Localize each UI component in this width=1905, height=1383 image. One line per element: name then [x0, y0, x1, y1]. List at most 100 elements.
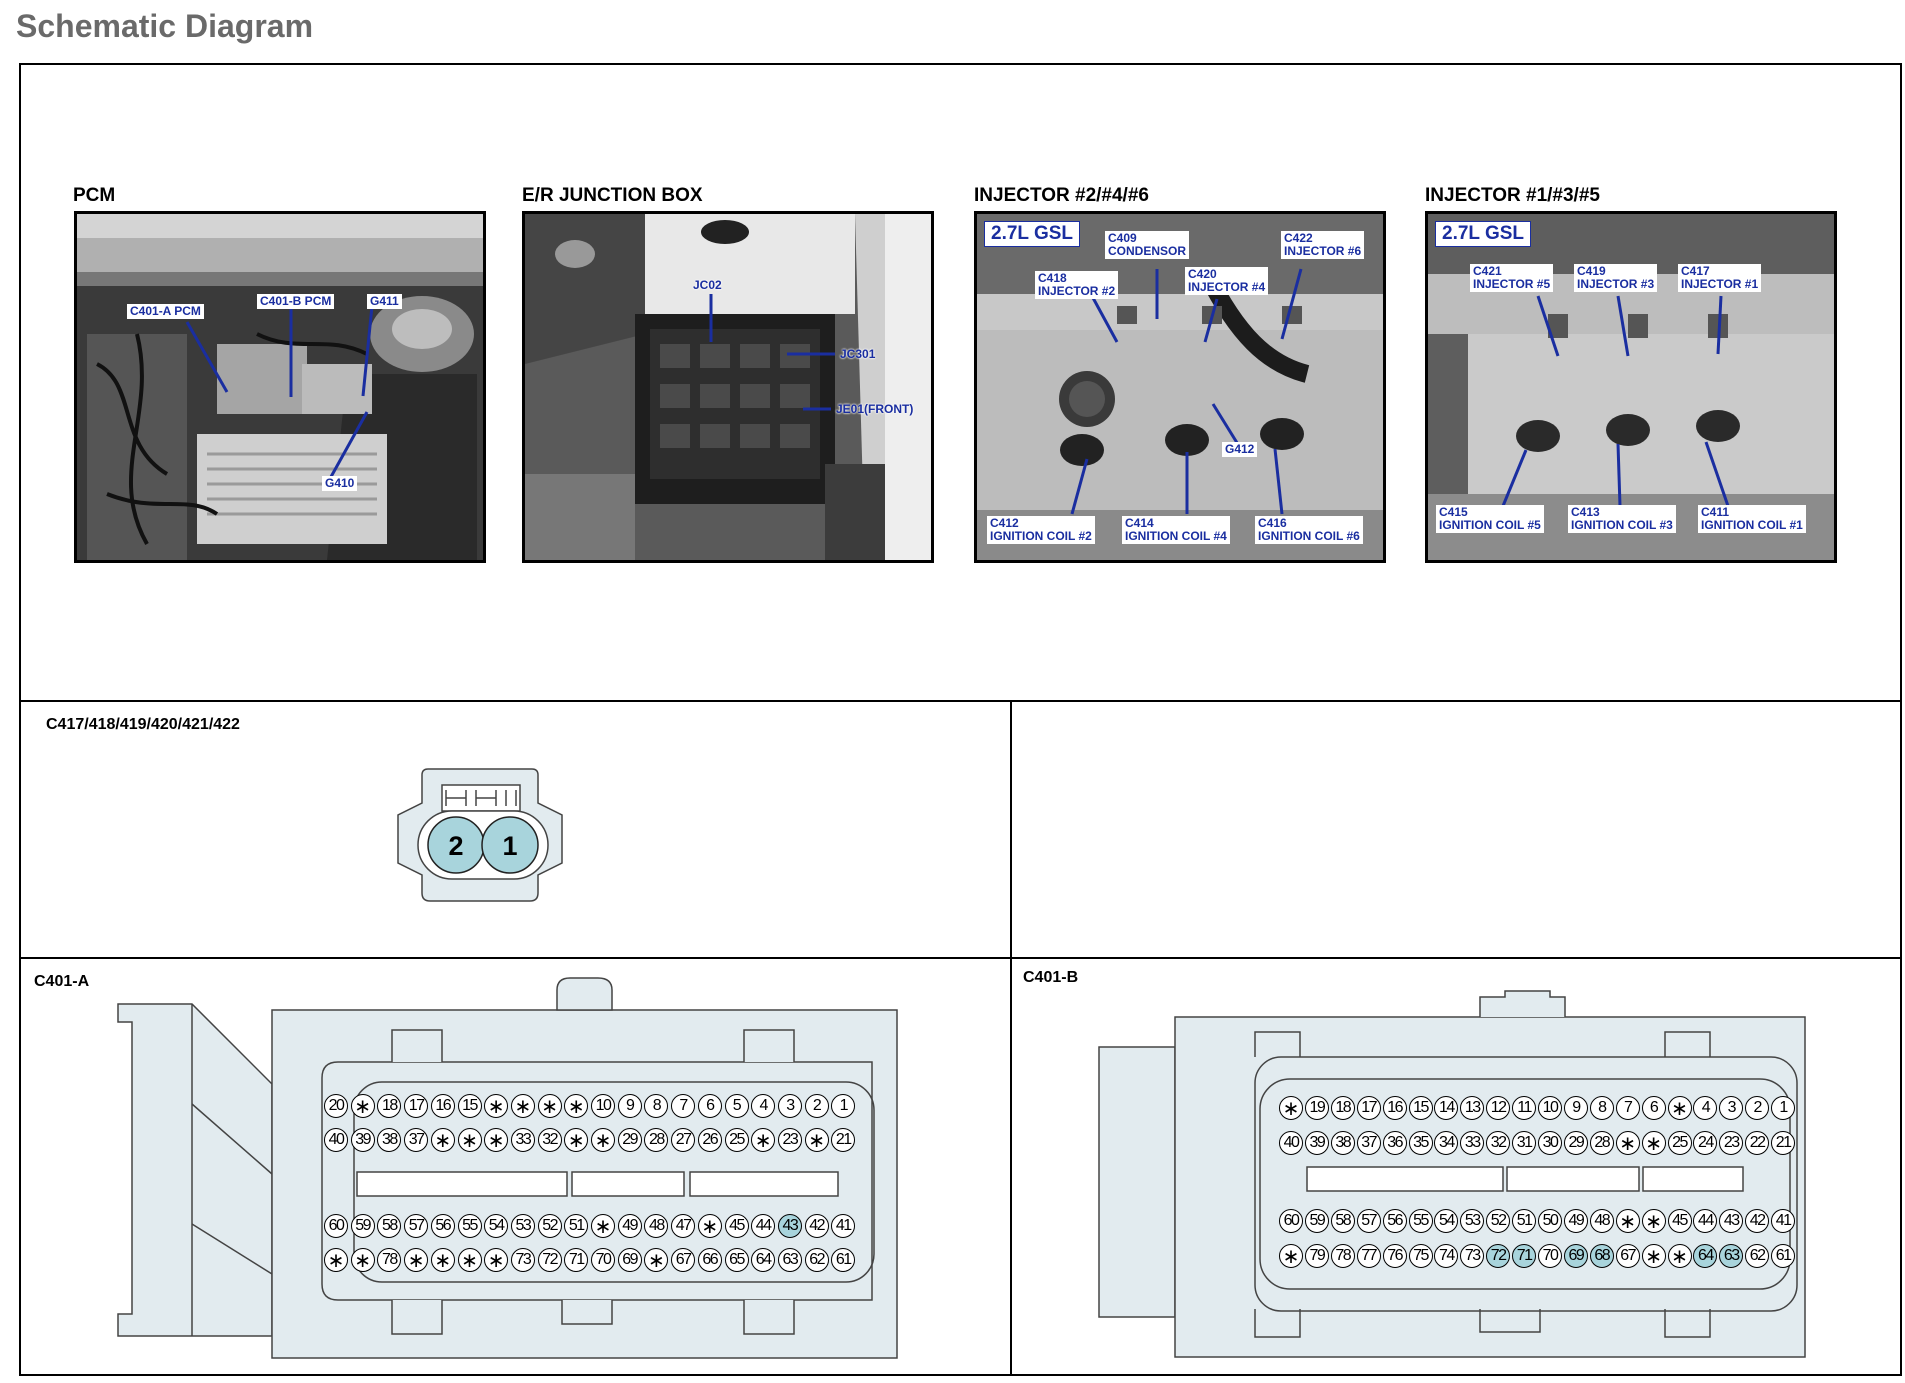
pin-1: 1	[1771, 1096, 1796, 1120]
pin-51: 51	[1512, 1209, 1537, 1233]
pin-44: 44	[751, 1214, 776, 1238]
pin-19: 19	[1304, 1096, 1329, 1120]
pin-8: 8	[1589, 1096, 1614, 1120]
pin-unused: ∗	[1279, 1096, 1303, 1120]
label-c414-ignition-coil-4: C414 IGNITION COIL #4	[1122, 516, 1230, 544]
pin-17: 17	[404, 1094, 429, 1118]
pin-2: 2	[448, 831, 463, 861]
label-c401b-pcm: C401-B PCM	[257, 294, 335, 309]
pin-41: 41	[1771, 1209, 1796, 1233]
pin-33: 33	[1460, 1131, 1485, 1155]
pin-73: 73	[510, 1248, 535, 1272]
pin-62: 62	[804, 1248, 829, 1272]
pin-56: 56	[1382, 1209, 1407, 1233]
pin-28: 28	[1589, 1131, 1614, 1155]
pin-31: 31	[1512, 1131, 1537, 1155]
pin-10: 10	[1538, 1096, 1562, 1120]
pin-70: 70	[1538, 1244, 1562, 1268]
pin-73: 73	[1460, 1244, 1485, 1268]
pin-18: 18	[377, 1094, 402, 1118]
label-c419-injector-3: C419 INJECTOR #3	[1574, 264, 1658, 292]
pin-76: 76	[1382, 1244, 1407, 1268]
label-c413-ignition-coil-3: C413 IGNITION COIL #3	[1568, 505, 1676, 533]
pin-6: 6	[1641, 1096, 1666, 1120]
pin-unused: ∗	[644, 1248, 669, 1272]
pin-57: 57	[404, 1214, 429, 1238]
pin-unused: ∗	[564, 1094, 589, 1118]
pin-66: 66	[697, 1248, 722, 1272]
photo-title-injector-135: INJECTOR #1/#3/#5	[1425, 185, 1600, 206]
pin-5: 5	[724, 1094, 749, 1118]
label-c421-injector-5: C421 INJECTOR #5	[1470, 264, 1554, 292]
pin-38: 38	[377, 1128, 402, 1152]
pin-22: 22	[1745, 1131, 1770, 1155]
label-c416-ignition-coil-6: C416 IGNITION COIL #6	[1255, 516, 1363, 544]
pin-7: 7	[671, 1094, 696, 1118]
pin-20: 20	[324, 1094, 348, 1118]
pin-1: 1	[502, 831, 517, 861]
pin-43: 43	[1719, 1209, 1744, 1233]
pin-49: 49	[617, 1214, 642, 1238]
pin-67: 67	[1615, 1244, 1640, 1268]
pin-18: 18	[1330, 1096, 1355, 1120]
pin-50: 50	[1538, 1209, 1562, 1233]
pin-unused: ∗	[591, 1214, 615, 1238]
pin-44: 44	[1693, 1209, 1718, 1233]
pin-38: 38	[1330, 1131, 1355, 1155]
pin-17: 17	[1356, 1096, 1381, 1120]
pin-15: 15	[457, 1094, 482, 1118]
pin-37: 37	[1356, 1131, 1381, 1155]
pin-unused: ∗	[350, 1248, 375, 1272]
pin-23: 23	[777, 1128, 802, 1152]
pin-24: 24	[1693, 1131, 1718, 1155]
engine-bay-pcm-illustration	[77, 214, 483, 560]
pin-49: 49	[1563, 1209, 1588, 1233]
pin-4: 4	[1693, 1096, 1718, 1120]
pin-39: 39	[350, 1128, 375, 1152]
pin-7: 7	[1615, 1096, 1640, 1120]
pin-40: 40	[1279, 1131, 1303, 1155]
pin-unused: ∗	[804, 1128, 829, 1152]
pin-42: 42	[804, 1214, 829, 1238]
pin-75: 75	[1408, 1244, 1433, 1268]
pin-72: 72	[1486, 1244, 1511, 1268]
pin-64: 64	[1693, 1244, 1718, 1268]
pin-28: 28	[644, 1128, 669, 1152]
pin-77: 77	[1356, 1244, 1381, 1268]
pin-29: 29	[617, 1128, 642, 1152]
pin-32: 32	[1486, 1131, 1511, 1155]
photo-injector-246: 2.7L GSL C418 INJECTOR #2 C409 CONDENSOR…	[974, 211, 1386, 563]
pin-42: 42	[1745, 1209, 1770, 1233]
pin-16: 16	[430, 1094, 455, 1118]
pin-1: 1	[831, 1094, 856, 1118]
pin-unused: ∗	[1641, 1131, 1666, 1155]
pin-71: 71	[564, 1248, 589, 1272]
pin-48: 48	[644, 1214, 669, 1238]
pin-65: 65	[724, 1248, 749, 1272]
pin-60: 60	[324, 1214, 348, 1238]
pin-unused: ∗	[350, 1094, 375, 1118]
pin-unused: ∗	[457, 1128, 482, 1152]
pin-52: 52	[537, 1214, 562, 1238]
pin-59: 59	[1304, 1209, 1329, 1233]
pin-34: 34	[1434, 1131, 1459, 1155]
pin-69: 69	[617, 1248, 642, 1272]
pin-68: 68	[1589, 1244, 1614, 1268]
pin-unused: ∗	[510, 1094, 535, 1118]
pin-58: 58	[377, 1214, 402, 1238]
pin-32: 32	[537, 1128, 562, 1152]
pin-unused: ∗	[751, 1128, 776, 1152]
pin-55: 55	[1408, 1209, 1433, 1233]
divider-vertical	[1010, 700, 1012, 1376]
pin-59: 59	[350, 1214, 375, 1238]
label-c412-ignition-coil-2: C412 IGNITION COIL #2	[987, 516, 1095, 544]
diagram-frame	[19, 63, 1902, 1376]
pin-37: 37	[404, 1128, 429, 1152]
pin-21: 21	[831, 1128, 856, 1152]
pin-unused: ∗	[404, 1248, 429, 1272]
photo-junction-box: JC02 JC301 JE01(FRONT)	[522, 211, 934, 563]
pin-unused: ∗	[430, 1248, 455, 1272]
pin-25: 25	[724, 1128, 749, 1152]
pin-unused: ∗	[484, 1094, 509, 1118]
pin-15: 15	[1408, 1096, 1433, 1120]
